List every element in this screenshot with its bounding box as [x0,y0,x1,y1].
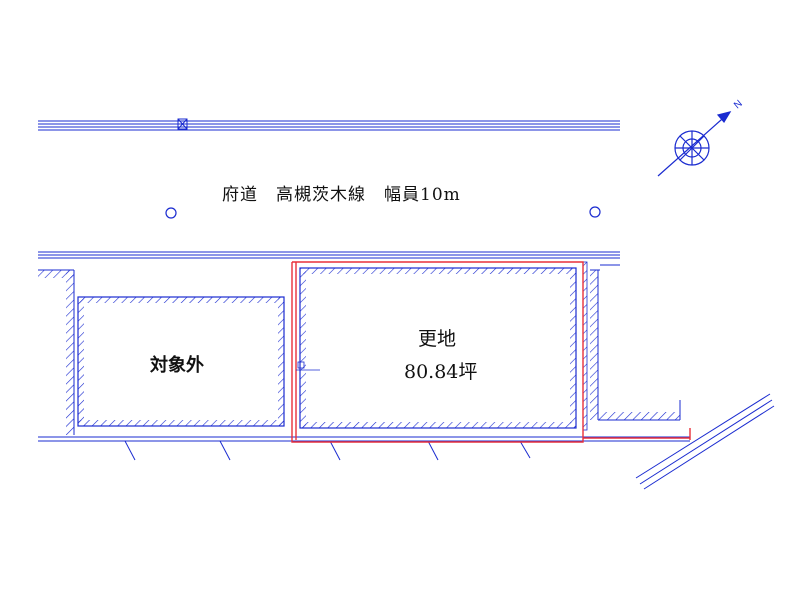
diagonal-road [635,393,775,490]
north-arrow-icon [657,111,732,177]
vacant-lot-area: 80.84坪 [404,361,478,383]
road-label: 府道 高槻茨木線 幅員10m [222,185,461,205]
subject-lot-boundary [291,261,691,443]
survey-marks [296,361,320,371]
right-passage-walls [582,261,681,431]
vacant-lot-label: 更地 [418,328,457,350]
excluded-area-outline [77,296,285,427]
road-far-edge [38,118,620,131]
utility-pole-left [165,207,177,219]
rear-lot-line [38,436,690,461]
excluded-area-label: 対象外 [150,355,204,376]
road-near-edge [38,251,620,259]
utility-pole-right [589,206,601,218]
left-wall-hatch-vertical [66,270,74,435]
vacant-lot-outline [299,267,577,429]
north-letter: N [732,98,745,111]
left-wall-hatch [38,270,74,278]
